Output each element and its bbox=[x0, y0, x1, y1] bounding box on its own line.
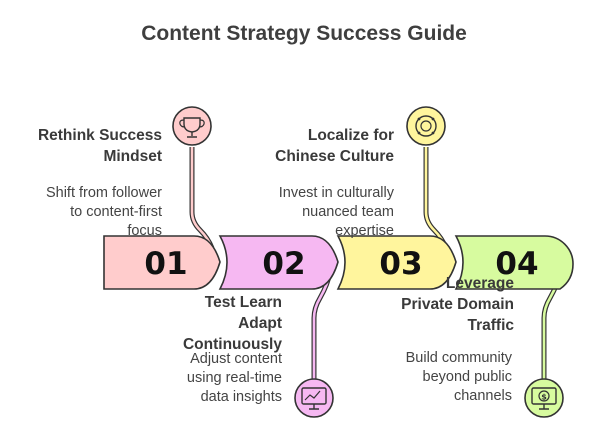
step-02-desc-line: Adjust content bbox=[190, 351, 282, 367]
connector-03-inner bbox=[424, 147, 448, 249]
step-03-heading-line: Localize for bbox=[307, 127, 394, 144]
step-03-heading: Localize for Chinese Culture bbox=[275, 125, 394, 167]
step-03-desc-line: expertise bbox=[335, 223, 394, 239]
step-04-heading-line: Traffic bbox=[467, 317, 514, 334]
step-02-description: Adjust content using real-time data insi… bbox=[187, 350, 282, 407]
presentation-icon bbox=[294, 378, 334, 418]
step-segment-04 bbox=[454, 235, 574, 290]
step-04-desc-line: beyond public bbox=[422, 369, 513, 385]
step-03-desc-line: nuanced team bbox=[302, 204, 394, 220]
step-number-01: 01 bbox=[144, 246, 187, 282]
step-number-03: 03 bbox=[379, 246, 422, 282]
step-04-desc-line: Build community bbox=[405, 350, 512, 366]
step-04-description: Build community beyond public channels bbox=[406, 349, 512, 406]
step-03-heading-line: Chinese Culture bbox=[275, 148, 394, 165]
step-segment-01 bbox=[103, 235, 221, 290]
step-04-heading-line: Private Domain bbox=[401, 296, 514, 313]
step-02-heading-line: Continuously bbox=[182, 336, 282, 353]
step-01-heading: Rethink Success Mindset bbox=[38, 125, 162, 167]
monitor-dollar-icon: $ bbox=[524, 378, 564, 418]
step-01-heading-line: Mindset bbox=[103, 148, 162, 165]
trophy-icon bbox=[172, 106, 212, 146]
diagram-title: Content Strategy Success Guide bbox=[141, 22, 467, 45]
step-number-04: 04 bbox=[495, 246, 538, 282]
step-03-desc-line: Invest in culturally bbox=[278, 185, 394, 201]
step-number-02: 02 bbox=[262, 246, 305, 282]
step-04-heading-line: Leverage bbox=[445, 275, 514, 292]
step-segment-03 bbox=[336, 235, 457, 290]
step-01-desc-line: focus bbox=[127, 223, 162, 239]
step-04-desc-line: channels bbox=[453, 388, 512, 404]
step-segment-02 bbox=[218, 235, 339, 290]
connector-01-inner bbox=[190, 147, 214, 249]
step-01-desc-line: Shift from follower bbox=[45, 185, 162, 201]
mooncake-icon bbox=[406, 106, 446, 146]
step-04-heading: Leverage Private Domain Traffic bbox=[401, 273, 514, 336]
step-01-description: Shift from follower to content-first foc… bbox=[46, 184, 162, 241]
step-02-desc-line: data insights bbox=[200, 389, 282, 405]
svg-text:$: $ bbox=[541, 393, 547, 402]
step-02-desc-line: using real-time bbox=[186, 370, 282, 386]
step-01-desc-line: to content-first bbox=[70, 204, 162, 220]
step-01-heading-line: Rethink Success bbox=[37, 127, 162, 144]
step-02-heading-line: Test Learn bbox=[204, 294, 282, 311]
step-03-description: Invest in culturally nuanced team expert… bbox=[279, 184, 394, 241]
step-02-heading: Test Learn Adapt Continuously bbox=[183, 292, 282, 355]
step-02-heading-line: Adapt bbox=[238, 315, 282, 332]
